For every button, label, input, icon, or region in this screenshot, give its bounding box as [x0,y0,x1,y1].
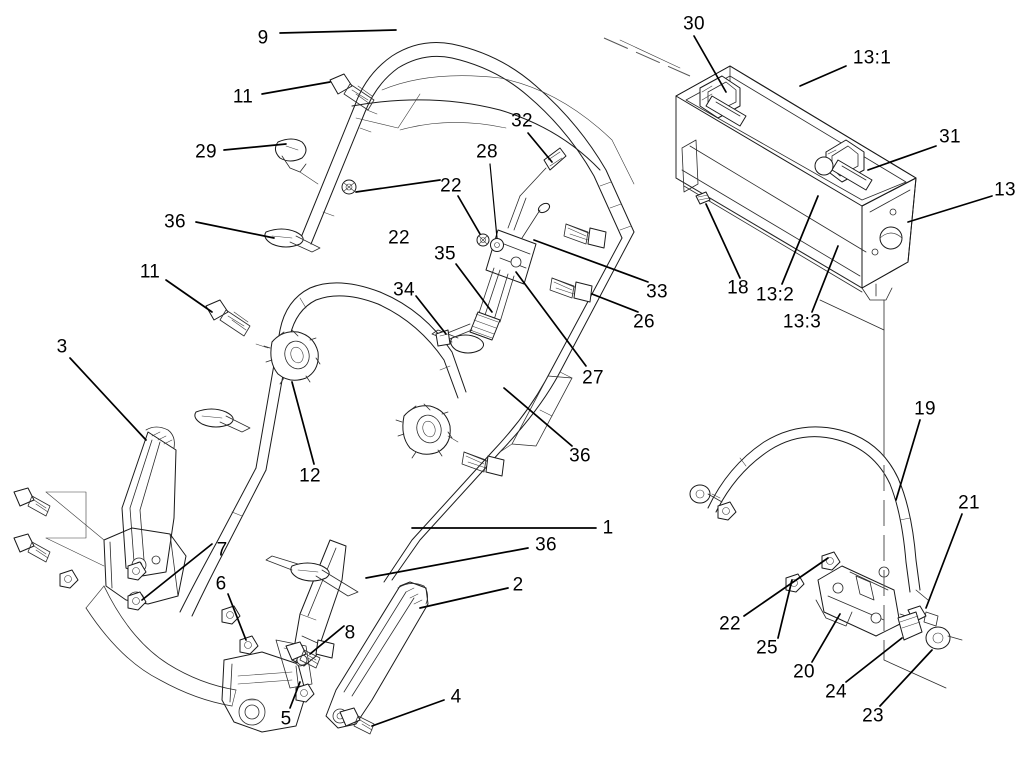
handle-knob-upper-art [255,329,321,385]
bolt-8-art [285,641,321,669]
callout-flange-nut-pivot: 6 [215,573,227,595]
callout-control-lever-left: 30 [683,13,705,35]
bolt-left-upper-art [13,487,51,517]
callout-cable-end-fitting: 32 [511,110,533,132]
flange-nut-6-art [221,605,259,655]
callout-control-panel-cover: 13:1 [852,47,892,69]
callout-cable-tie: 36 [535,534,557,556]
inner-handle-loop-art [351,75,635,185]
cable-tie-upper-art [264,228,321,253]
callout-hex-bolt: 21 [958,492,980,514]
panel-screw-art [695,191,711,205]
right-bracket-art [325,581,429,729]
callout-carriage-bolt-upper: 11 [232,86,254,108]
inner-link-art [291,539,347,667]
flange-nut-upper-art [341,179,357,195]
bolt-33-art [563,223,607,249]
callout-main-handle: 1 [602,517,614,539]
callout-control-panel-assembly: 13 [994,179,1016,201]
callout-flange-nut: 22 [388,227,410,249]
callout-hex-bolt: 8 [344,622,356,644]
callout-handle-mount-bracket: 20 [793,661,815,683]
callout-panel-base: 13:3 [782,311,822,333]
control-panel-art [675,65,917,301]
leader-lines [69,29,993,727]
callout-right-handle-bracket: 2 [512,574,524,596]
handle-knob-lower-art [395,403,459,459]
callout-bail-rod: 34 [393,279,415,301]
bolt-11-upper-art [329,73,375,111]
flange-nut-7-art [127,591,147,611]
bolt-11-lower-art [205,299,251,337]
callout-panel-housing: 13:2 [755,284,795,306]
bolt-left-lower-art [13,533,51,563]
callout-shoulder-bolt: 33 [646,281,668,303]
callout-left-handle-bracket: 3 [56,336,68,358]
callout-lower-handle-bar: 19 [914,398,936,420]
bolt-center-art [461,451,505,477]
control-bracket-art [477,147,567,323]
callout-knob-fastener: 23 [862,705,884,727]
callout-flange-nut: 22 [440,175,462,197]
flange-nut-chassis-art [59,561,147,589]
callout-control-lever-right: 31 [939,126,961,148]
callout-cable-tie: 36 [569,445,591,467]
callout-lock-washer: 28 [476,141,498,163]
callout-pivot-housing: 5 [280,708,292,730]
callout-control-bracket: 27 [582,367,604,389]
callout-spring-sleeve: 35 [434,243,456,265]
upper-handle-bar-art [299,42,635,245]
cable-tie-mid-art [194,408,251,433]
mid-handle-loop-art [255,282,467,471]
callout-upper-handle-bar: 9 [257,27,269,49]
callout-cable-clamp: 24 [825,681,847,703]
callout-cable-tie: 36 [164,211,186,233]
left-lower-tube-art [179,467,267,617]
callout-carriage-bolt: 26 [633,311,655,333]
callout-cable-clip: 29 [195,141,217,163]
callout-carriage-bolt-lower: 11 [139,261,161,283]
callout-flange-nut: 22 [719,613,741,635]
callout-hex-bolt: 4 [450,686,462,708]
reference-dashed-lines [603,37,947,689]
callout-flange-nut: 25 [756,637,778,659]
pivot-housing-art [221,639,313,733]
flange-nut-5-art [295,683,315,703]
bolt-26-art [549,277,593,303]
bolt-4-art [339,707,375,735]
cable-tie-lower-art [265,555,359,597]
main-handle-art [383,231,635,583]
lower-right-handle-art [689,426,929,601]
callout-self-tapping-screw: 18 [727,277,749,299]
spring-sleeve-art [469,311,501,341]
callout-handle-knob: 12 [299,465,321,487]
callout-flange-nut-bracket: 7 [216,539,228,561]
